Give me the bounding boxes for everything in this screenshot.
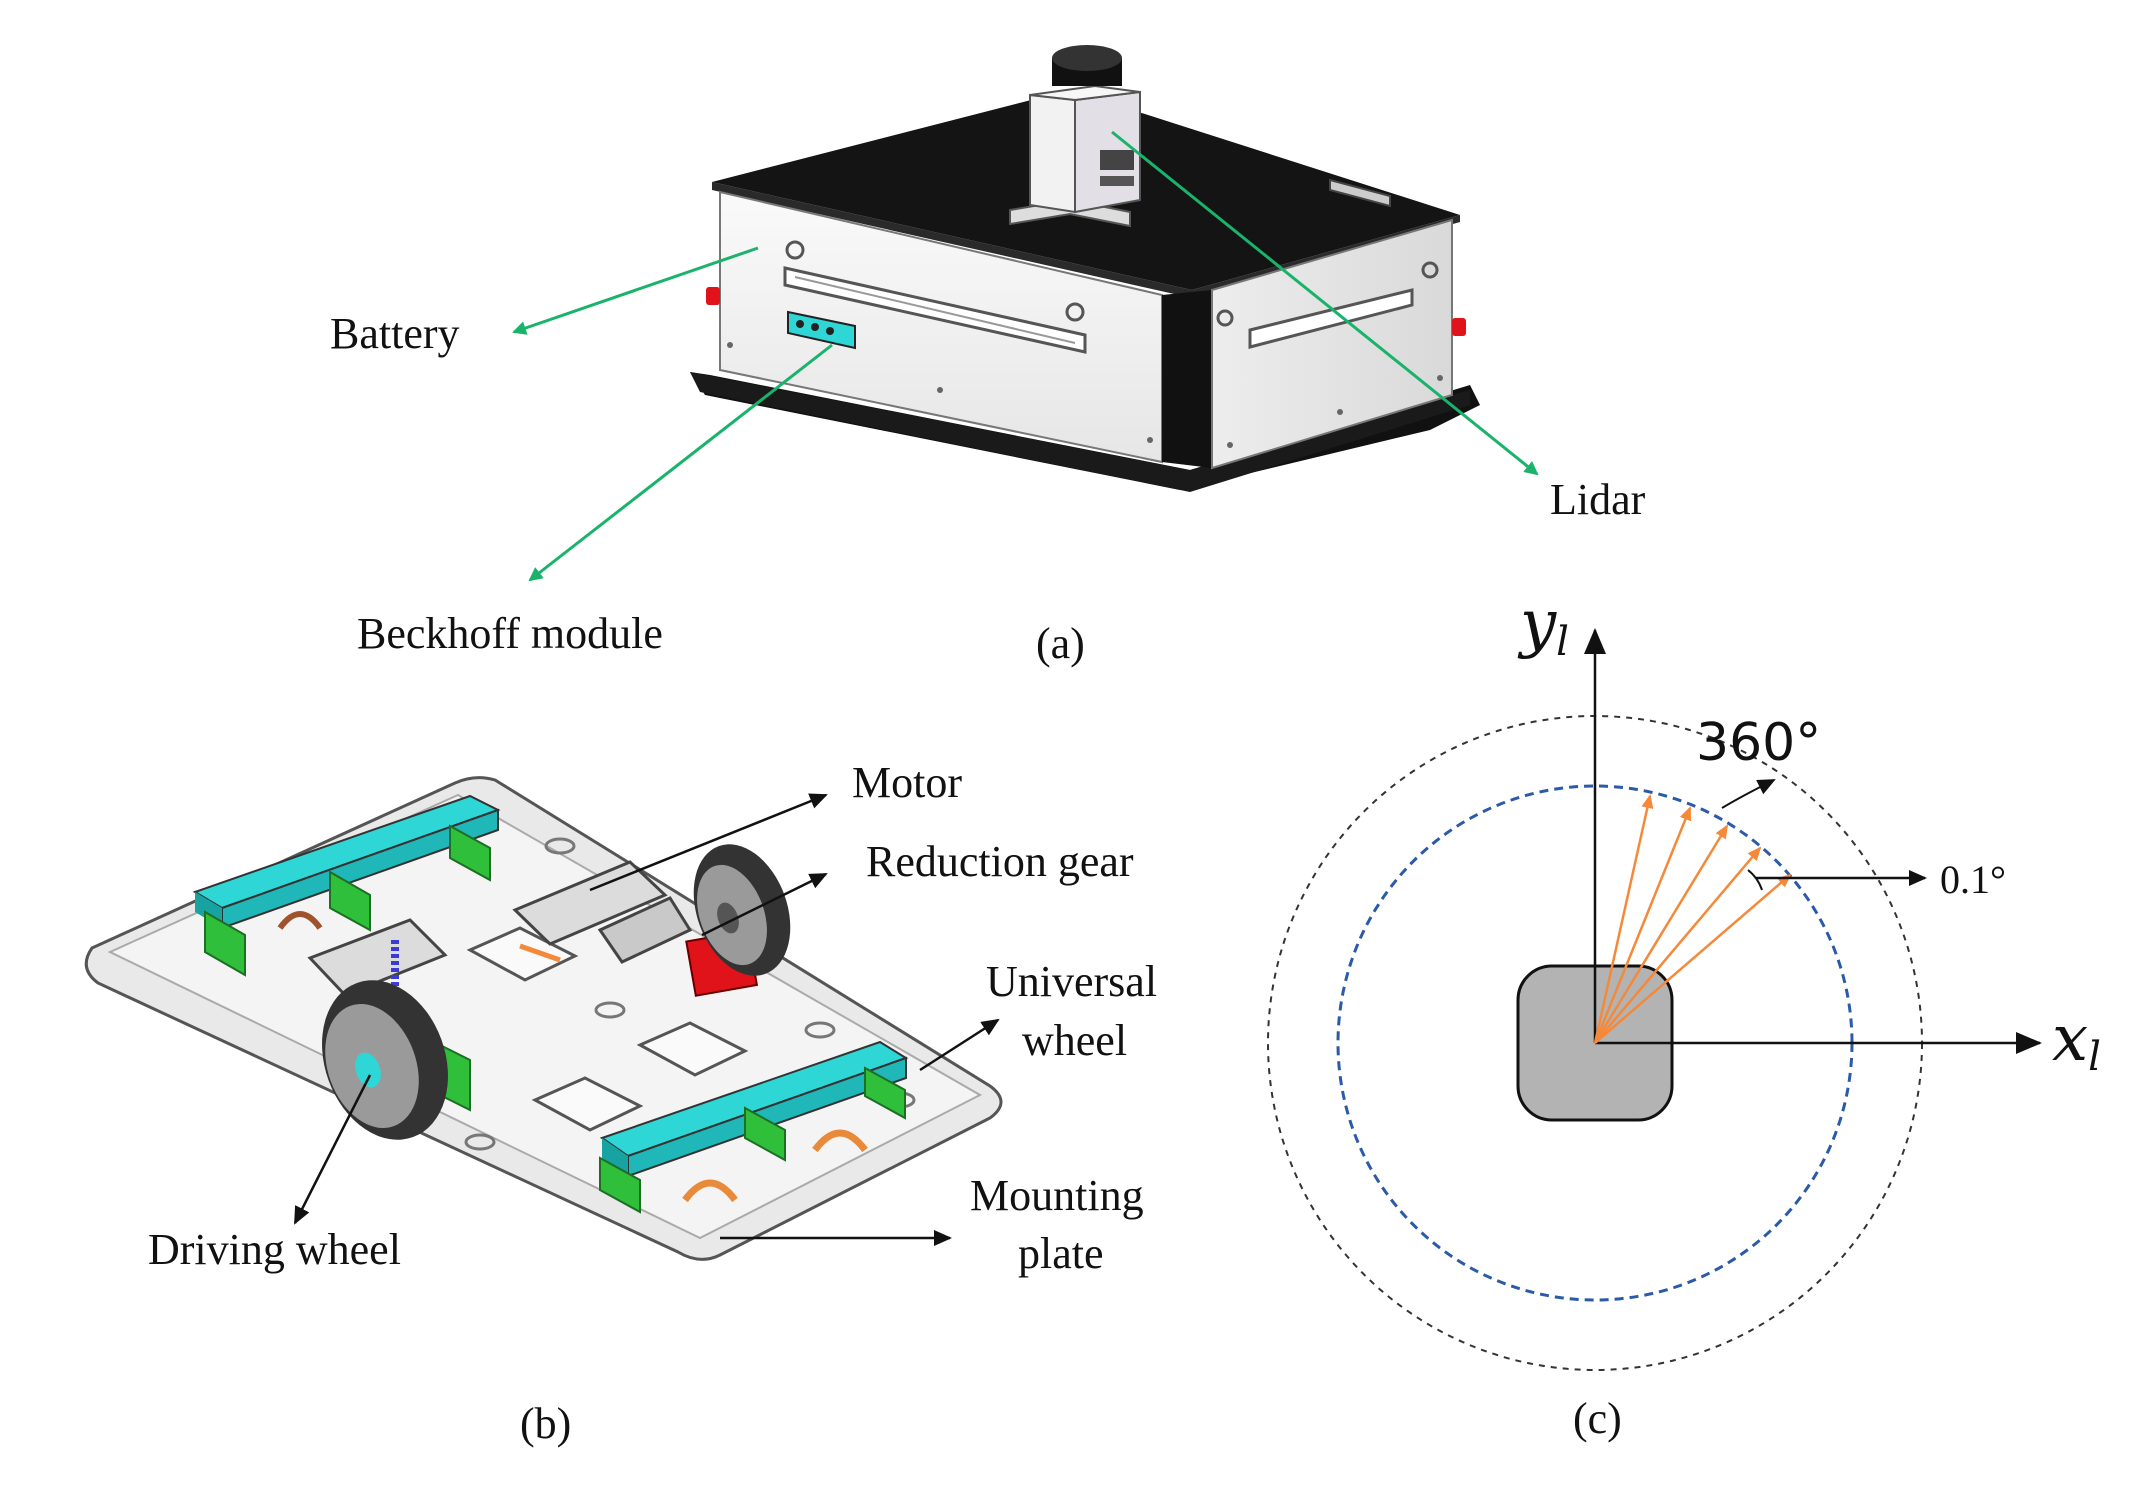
scan-ray-5 [1594,873,1792,1044]
leader-universal-wheel [919,1018,1000,1072]
resolution-arc [1747,869,1763,891]
label-universal-wheel-line1: Universal [986,957,1157,1006]
caption-c: (c) [1573,1394,1622,1443]
label-mounting-plate-line1: Mounting [970,1171,1144,1220]
scan-ray-1 [1593,794,1654,1044]
leader-driving-wheel [293,1074,372,1225]
red-button-left [706,287,720,305]
scan-ray-4 [1594,846,1762,1044]
label-universal-wheel-line2: wheel [1022,1016,1127,1065]
caption-b: (b) [520,1399,571,1448]
sweep-arrow [1721,779,1776,809]
label-battery: Battery [330,309,460,358]
leader-beckhoff [528,343,833,582]
label-resolution: 0.1° [1940,857,2006,902]
beckhoff-module-part [787,310,856,350]
drive-wheel-right [693,844,791,976]
label-driving-wheel: Driving wheel [148,1225,401,1274]
label-reduction-gear: Reduction gear [866,837,1134,886]
leader-reduction-gear [701,872,828,937]
label-motor: Motor [852,758,962,807]
box-side-face [1211,218,1453,470]
label-360-degrees: 360° [1696,713,1821,773]
scan-ray-3 [1593,824,1729,1044]
universal-wheel-front [599,1040,909,1214]
lidar-part [1009,45,1141,228]
label-beckhoff-module: Beckhoff module [357,609,663,658]
leader-lidar [1111,130,1539,476]
x-axis-label: xl [2052,1002,2101,1080]
red-button-right [1452,318,1466,336]
leader-battery [512,246,759,335]
universal-wheel-rear [192,794,501,977]
caption-a: (a) [1036,619,1085,668]
leader-motor [589,793,828,892]
panel-b-illustration [84,776,1003,1261]
panel-c-diagram [1267,628,2042,1371]
drive-wheel-left [322,980,448,1140]
scan-ray-2 [1593,806,1692,1044]
label-mounting-plate-line2: plate [1018,1229,1104,1278]
label-lidar: Lidar [1550,475,1646,524]
y-axis-label: yl [1517,587,1569,665]
panel-a-illustration [512,45,1539,582]
